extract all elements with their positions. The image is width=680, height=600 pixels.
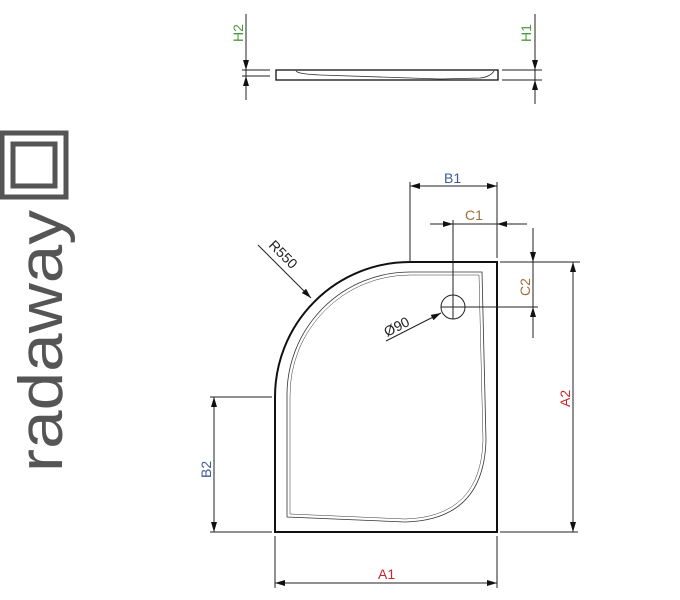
drain-diameter-leader — [385, 312, 442, 342]
a2-label: A2 — [557, 390, 573, 407]
c2-label: C2 — [517, 278, 533, 296]
c1-label: C1 — [465, 207, 483, 223]
top-view: B1 C1 C2 A2 B2 A1 R550 Ø90 — [198, 170, 580, 588]
b1-label: B1 — [444, 170, 461, 186]
tray-side-inner — [295, 70, 495, 80]
a1-label: A1 — [378, 566, 395, 582]
radius-label: R550 — [266, 237, 301, 272]
logo-text: radaway — [7, 210, 76, 472]
logo-outer-square — [0, 130, 69, 200]
h2-label: H2 — [230, 24, 246, 42]
tray-outline — [274, 261, 498, 533]
tray-inner-edge — [286, 271, 487, 523]
logo-inner-square — [10, 141, 58, 189]
tray-side-profile — [275, 69, 499, 81]
h1-label: H1 — [518, 24, 534, 42]
brand-logo: radaway — [0, 130, 76, 472]
side-view: H2 H1 — [230, 14, 542, 104]
radius-leader — [257, 244, 312, 299]
b2-label: B2 — [198, 461, 214, 478]
tray-inner-edge-2 — [289, 274, 484, 520]
